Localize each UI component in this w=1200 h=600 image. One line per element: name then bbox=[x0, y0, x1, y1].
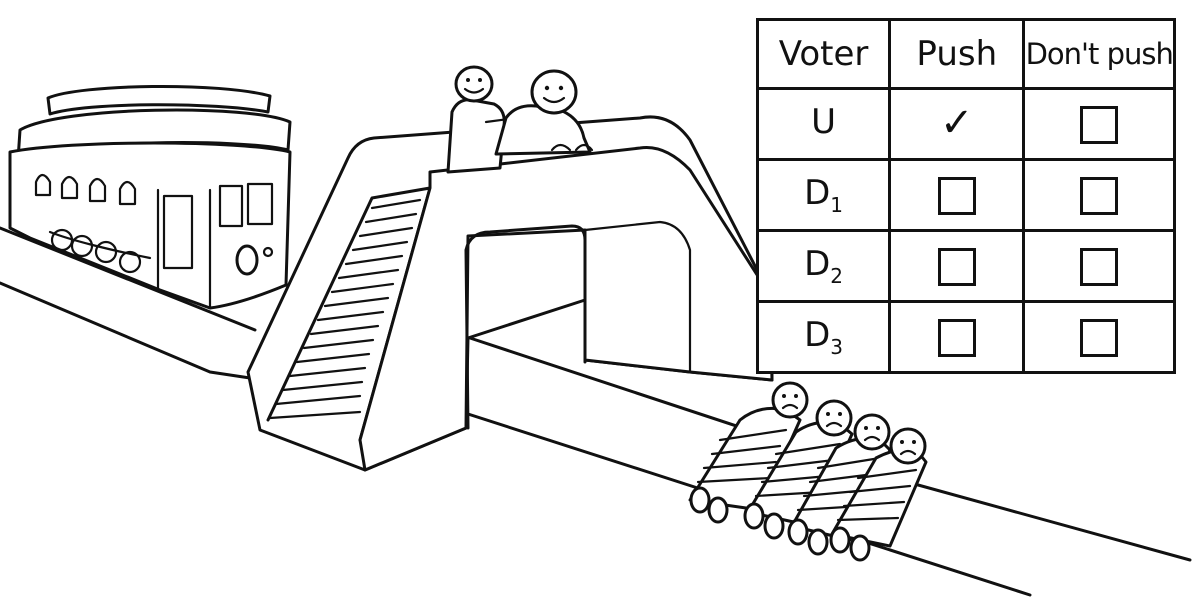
push-cell[interactable]: ✓ bbox=[888, 87, 1026, 161]
check-mark-icon: ✓ bbox=[940, 100, 974, 146]
checkbox-icon[interactable] bbox=[937, 319, 976, 358]
checkbox-icon[interactable] bbox=[1080, 106, 1119, 145]
happy-face-icon bbox=[446, 65, 518, 174]
push-cell[interactable] bbox=[888, 300, 1026, 374]
ballot-row: D3 bbox=[755, 300, 1176, 374]
column-header-voter: Voter bbox=[755, 18, 892, 90]
voter-name: D2 bbox=[755, 229, 892, 303]
checkbox-icon[interactable] bbox=[1080, 177, 1119, 216]
column-header-dont-push: Don't push bbox=[1022, 18, 1176, 90]
dont-push-cell[interactable] bbox=[1022, 87, 1176, 161]
happy-face-icon bbox=[494, 69, 594, 156]
track-people bbox=[688, 381, 928, 562]
push-cell[interactable] bbox=[888, 229, 1026, 303]
footbridge-icon bbox=[246, 115, 774, 472]
trolley-icon bbox=[8, 84, 292, 310]
dont-push-cell[interactable] bbox=[1022, 300, 1176, 374]
dont-push-cell[interactable] bbox=[1022, 229, 1176, 303]
checkbox-icon[interactable] bbox=[937, 177, 976, 216]
sad-face-icon bbox=[829, 427, 928, 562]
voter-name: D1 bbox=[755, 158, 892, 232]
ballot-row: D2 bbox=[755, 229, 1176, 303]
checkbox-icon[interactable] bbox=[1080, 319, 1119, 358]
push-cell[interactable] bbox=[888, 158, 1026, 232]
bridge-people bbox=[446, 65, 594, 174]
column-header-push: Push bbox=[888, 18, 1026, 90]
checkbox-icon[interactable] bbox=[1080, 248, 1119, 287]
ballot-row: D1 bbox=[755, 158, 1176, 232]
sad-face-icon bbox=[688, 381, 809, 524]
ballot-row: U ✓ bbox=[755, 87, 1176, 161]
voter-name: U bbox=[755, 87, 892, 161]
checkbox-icon[interactable] bbox=[937, 248, 976, 287]
ballot-header-row: Voter Push Don't push bbox=[755, 18, 1176, 90]
ballot-table: Voter Push Don't push U ✓ D1 D2 D3 bbox=[755, 18, 1176, 374]
voter-name: D3 bbox=[755, 300, 892, 374]
dont-push-cell[interactable] bbox=[1022, 158, 1176, 232]
sad-face-icon bbox=[743, 399, 854, 540]
